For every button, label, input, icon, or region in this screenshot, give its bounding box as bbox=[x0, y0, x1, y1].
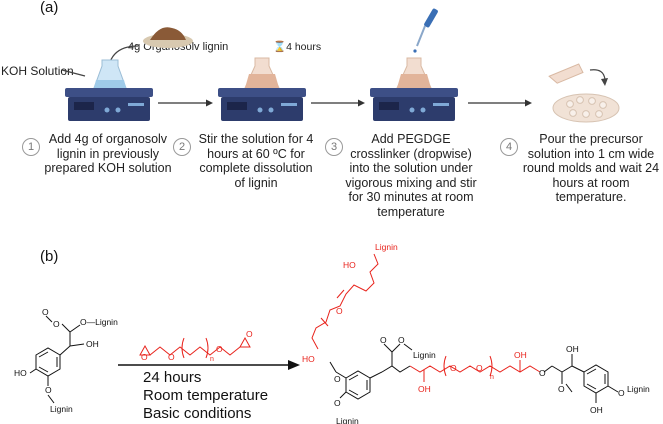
lignin-reactant-structure bbox=[29, 315, 85, 386]
epoxide-o-right: O bbox=[246, 329, 253, 339]
branch-ho-label: HO bbox=[302, 354, 315, 364]
chain-oh-label: OH bbox=[418, 384, 431, 394]
step-1-text: Add 4g of organosolv lignin in previousl… bbox=[44, 132, 172, 176]
branch-oh-label: HO bbox=[343, 260, 356, 270]
chain-n-label: n bbox=[490, 374, 494, 381]
step-3-text: Add PEGDGE crosslinker (dropwise) into t… bbox=[345, 132, 477, 219]
step-2-number: 2 bbox=[173, 138, 191, 156]
right-oh-top: OH bbox=[566, 344, 579, 354]
timer-label: ⌛4 hours bbox=[273, 41, 322, 53]
reaction-conditions: 24 hours Room temperature Basic conditio… bbox=[143, 369, 268, 423]
step-4-number: 4 bbox=[500, 138, 518, 156]
step-1-number: 1 bbox=[22, 138, 40, 156]
ether-o-1: O bbox=[168, 352, 175, 362]
reaction-scheme: O O O—Lignin OH HO O Lignin O O O n O Li… bbox=[14, 242, 650, 424]
product-crosslinker-branch bbox=[311, 253, 379, 350]
reactant-o-lignin-label: O—Lignin bbox=[80, 317, 118, 327]
product-left-ring bbox=[329, 343, 411, 400]
hourglass-icon: ⌛ bbox=[273, 41, 287, 53]
epoxide-o-left: O bbox=[141, 352, 148, 362]
stirrer-plate-1-icon bbox=[65, 59, 153, 121]
branch-o-label: O bbox=[336, 306, 343, 316]
koh-solution-label: KOH Solution bbox=[1, 64, 74, 78]
reactant-ho-label: HO bbox=[14, 368, 27, 378]
right-oh-bottom: OH bbox=[590, 405, 603, 415]
chain-o-2: O bbox=[476, 363, 483, 373]
product-lignin-mid: Lignin bbox=[413, 350, 436, 360]
reactant-o4-label: O bbox=[45, 385, 52, 395]
repeat-n-label: n bbox=[210, 356, 214, 363]
stirrer-plate-2-icon bbox=[218, 57, 306, 121]
condition-temperature: Room temperature bbox=[143, 387, 269, 404]
chain-o-1: O bbox=[450, 363, 457, 373]
mold-pour-icon bbox=[548, 63, 620, 123]
right-o-1: O bbox=[539, 368, 546, 378]
lignin-pile-icon bbox=[143, 27, 193, 48]
add-lignin-arrow-icon bbox=[109, 45, 139, 63]
right-lignin-label: Lignin bbox=[627, 384, 650, 394]
branch-lignin-label: Lignin bbox=[375, 242, 398, 252]
reactant-oh-label: OH bbox=[86, 339, 99, 349]
pegdge-crosslinker-structure bbox=[139, 336, 251, 359]
panel-b-label: (b) bbox=[40, 248, 59, 265]
reactant-o-label: O bbox=[53, 319, 60, 329]
step-2-text: Stir the solution for 4 hours at 60 ºC f… bbox=[198, 132, 314, 190]
product-lignin-bottom: Lignin bbox=[336, 416, 359, 424]
panel-a-label: (a) bbox=[40, 0, 59, 16]
methoxy-label: O bbox=[42, 307, 49, 317]
product-o-bottom: O bbox=[334, 398, 341, 408]
step-4-text: Pour the precursor solution into 1 cm wi… bbox=[522, 132, 660, 205]
chain-oh-2: OH bbox=[514, 350, 527, 360]
product-o-left: O bbox=[334, 374, 341, 384]
stirrer-plate-3-icon bbox=[370, 57, 458, 121]
pipette-icon bbox=[413, 8, 438, 53]
product-right-ring bbox=[543, 354, 619, 403]
right-o-2: O bbox=[558, 384, 565, 394]
right-o-lignin: O bbox=[618, 388, 625, 398]
ether-o-2: O bbox=[216, 344, 223, 354]
condition-time: 24 hours bbox=[143, 369, 202, 386]
product-methoxy-o: O bbox=[380, 335, 387, 345]
condition-basic: Basic conditions bbox=[143, 405, 252, 422]
product-o-mid: O bbox=[398, 335, 405, 345]
panel-a-illustrations bbox=[61, 8, 620, 123]
step-3-number: 3 bbox=[325, 138, 343, 156]
reactant-lignin-label: Lignin bbox=[50, 404, 73, 414]
product-main-chain bbox=[409, 355, 541, 382]
